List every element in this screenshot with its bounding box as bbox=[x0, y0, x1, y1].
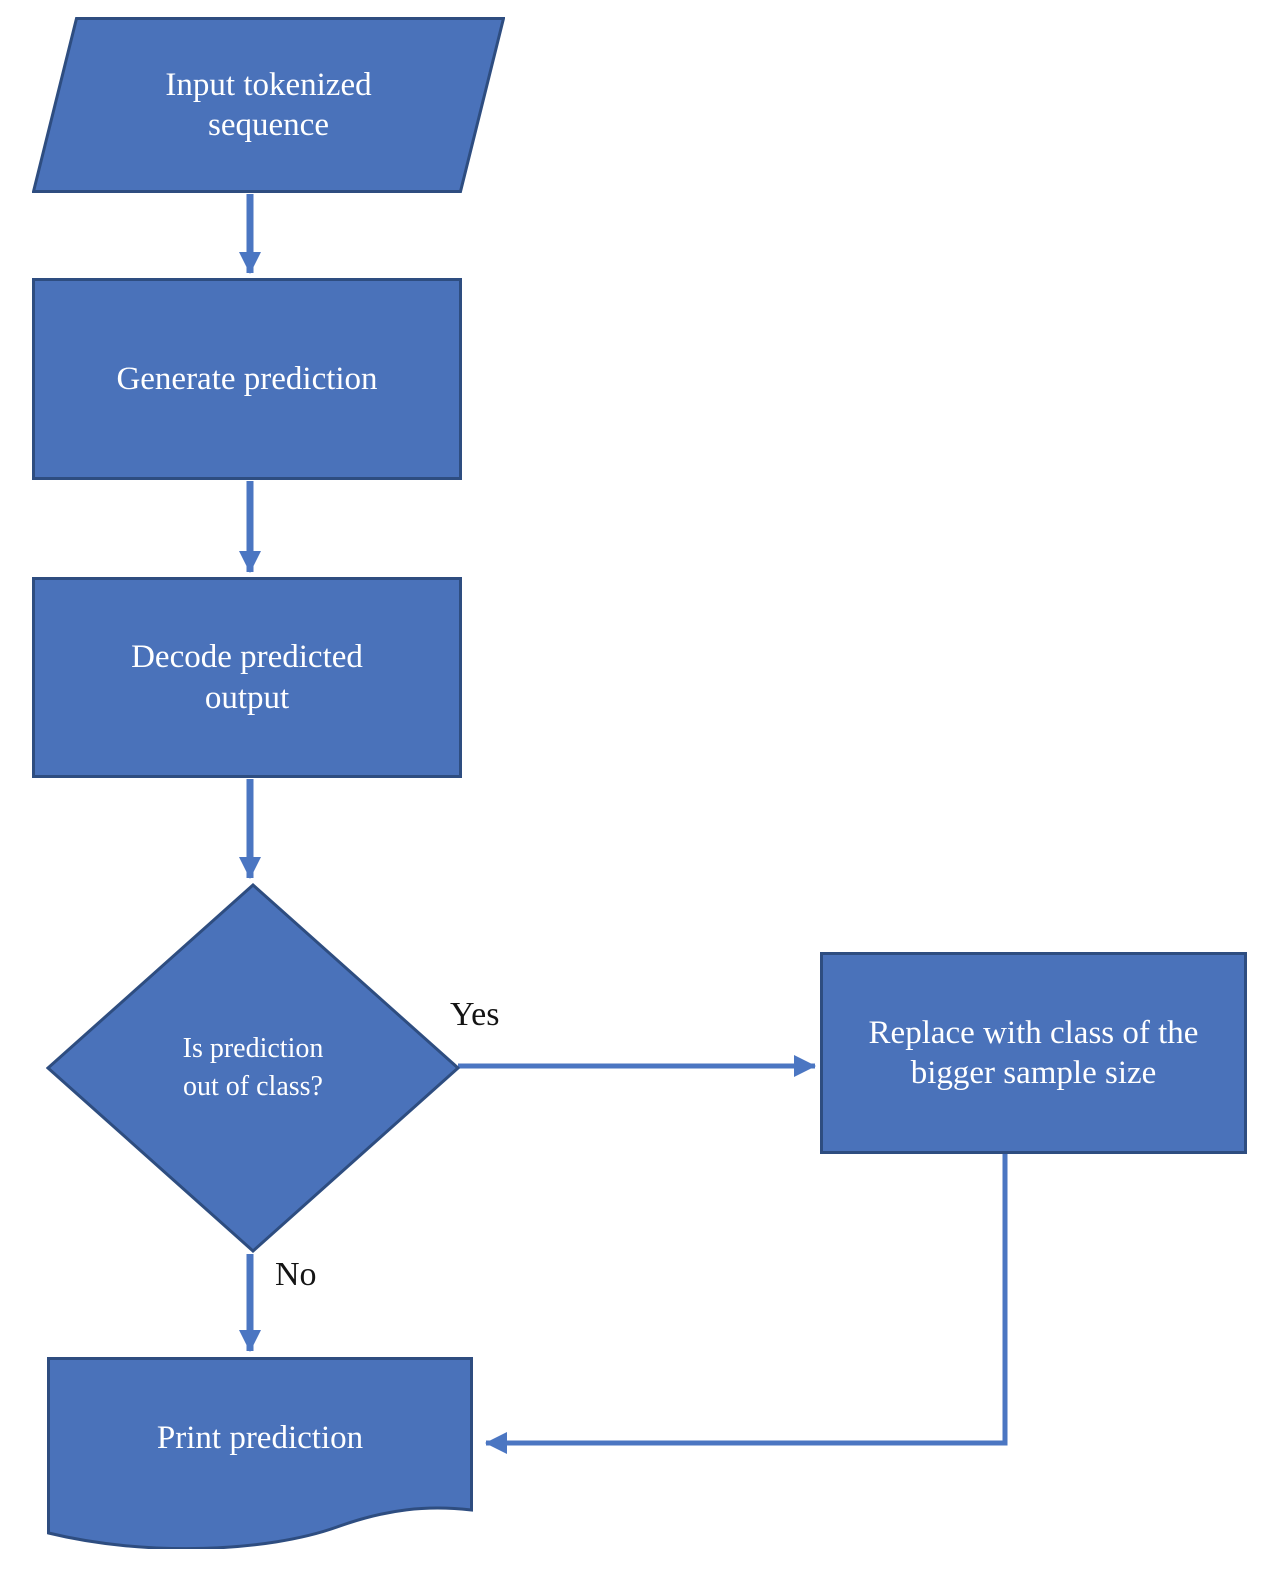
diamond-shape bbox=[46, 883, 460, 1253]
print-node-label: Print prediction bbox=[156, 1419, 364, 1456]
replace-node-label: Replace with class of the bigger sample … bbox=[868, 1014, 1199, 1091]
decode-node: Decode predicted output bbox=[32, 577, 462, 778]
decision-node: Is prediction out of class? bbox=[46, 883, 460, 1253]
input-node: Input tokenized sequence bbox=[32, 17, 505, 193]
yes-label: Yes bbox=[450, 996, 500, 1033]
parallelogram-shape bbox=[32, 17, 505, 193]
input-node-label: Input tokenized sequence bbox=[165, 66, 372, 143]
replace-node: Replace with class of the bigger sample … bbox=[820, 952, 1247, 1154]
decode-node-label: Decode predicted output bbox=[131, 639, 363, 716]
print-node: Print prediction bbox=[47, 1357, 473, 1549]
document-shape bbox=[47, 1357, 473, 1549]
arrow-replace-to-print bbox=[485, 1154, 1008, 1454]
decision-node-label: Is prediction out of class? bbox=[182, 1032, 324, 1102]
generate-node: Generate prediction bbox=[32, 278, 462, 480]
no-label: No bbox=[275, 1256, 317, 1293]
generate-node-label: Generate prediction bbox=[116, 360, 378, 397]
